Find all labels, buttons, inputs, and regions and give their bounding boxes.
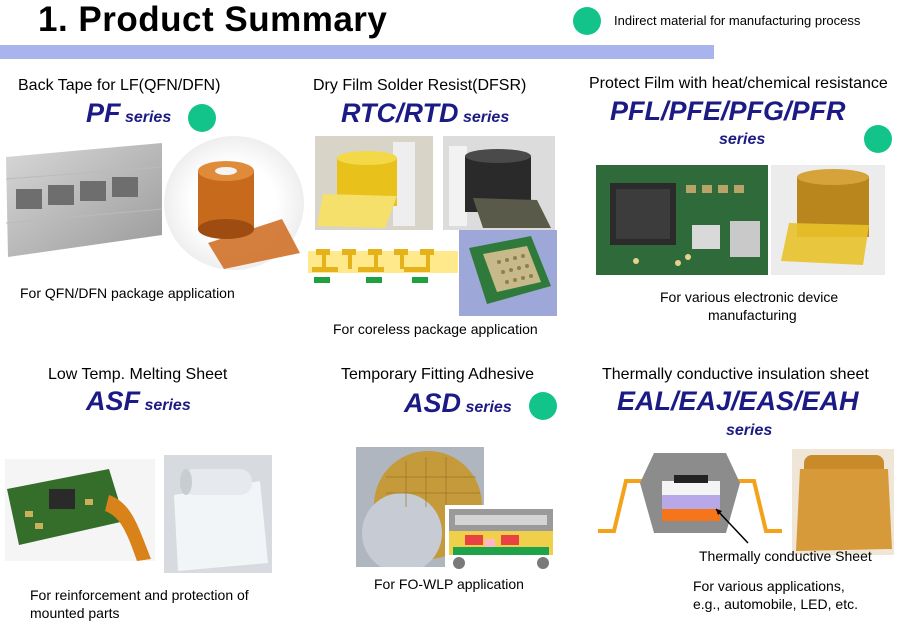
product-description-line2: e.g., automobile, LED, etc. [693,596,858,612]
callout-label: Thermally conductive Sheet [699,548,872,564]
series-label: RTC/RTD series [341,98,510,128]
product-name: Thermally conductive insulation sheet [602,366,869,383]
product-name: Protect Film with heat/chemical resistan… [589,75,888,92]
title-underline-bar [0,45,714,59]
indirect-material-icon [864,125,892,153]
indirect-material-icon [529,392,557,420]
series-label: EAL/EAJ/EAS/EAH [617,386,859,416]
product-description: For various applications, [693,578,845,594]
product-name: Back Tape for LF(QFN/DFN) [18,77,221,94]
product-description: For various electronic device [660,289,839,305]
flex-circuit-photo [5,459,155,561]
white-sheet-photo [164,455,272,573]
product-description: For coreless package application [333,321,538,337]
product-description: For QFN/DFN package application [20,285,235,301]
series-suffix: series [726,422,773,439]
product-description: For FO-WLP application [374,576,524,592]
product-description-line2: mounted parts [30,605,120,621]
copper-sheet-photo [792,449,894,555]
indirect-material-icon [188,104,216,132]
series-label: PFL/PFE/PFG/PFR [610,96,846,126]
fowlp-cross-section-diagram [445,505,557,577]
yellow-film-roll-photo [315,136,433,230]
electronic-board-photo [596,165,768,275]
coreless-package-diagram [308,243,458,289]
package-substrate-photo [459,230,557,316]
product-name: Dry Film Solder Resist(DFSR) [313,77,527,94]
page-title: 1. Product Summary [38,0,388,39]
legend-dot-icon [573,7,601,35]
legend-label: Indirect material for manufacturing proc… [614,13,861,28]
series-label: PF series [86,98,172,128]
product-description: For reinforcement and protection of [30,587,249,603]
series-label: ASD series [404,388,512,418]
series-label: ASF series [86,386,191,416]
lf-tape-photo [2,139,164,259]
tape-roll-photo [164,136,304,270]
amber-film-roll-photo [771,165,885,275]
thermal-sheet-diagram [596,449,784,545]
black-film-roll-photo [443,136,555,230]
series-suffix: series [719,131,766,148]
product-name: Temporary Fitting Adhesive [341,366,534,383]
product-description-line2: manufacturing [708,307,797,323]
product-name: Low Temp. Melting Sheet [48,366,228,383]
